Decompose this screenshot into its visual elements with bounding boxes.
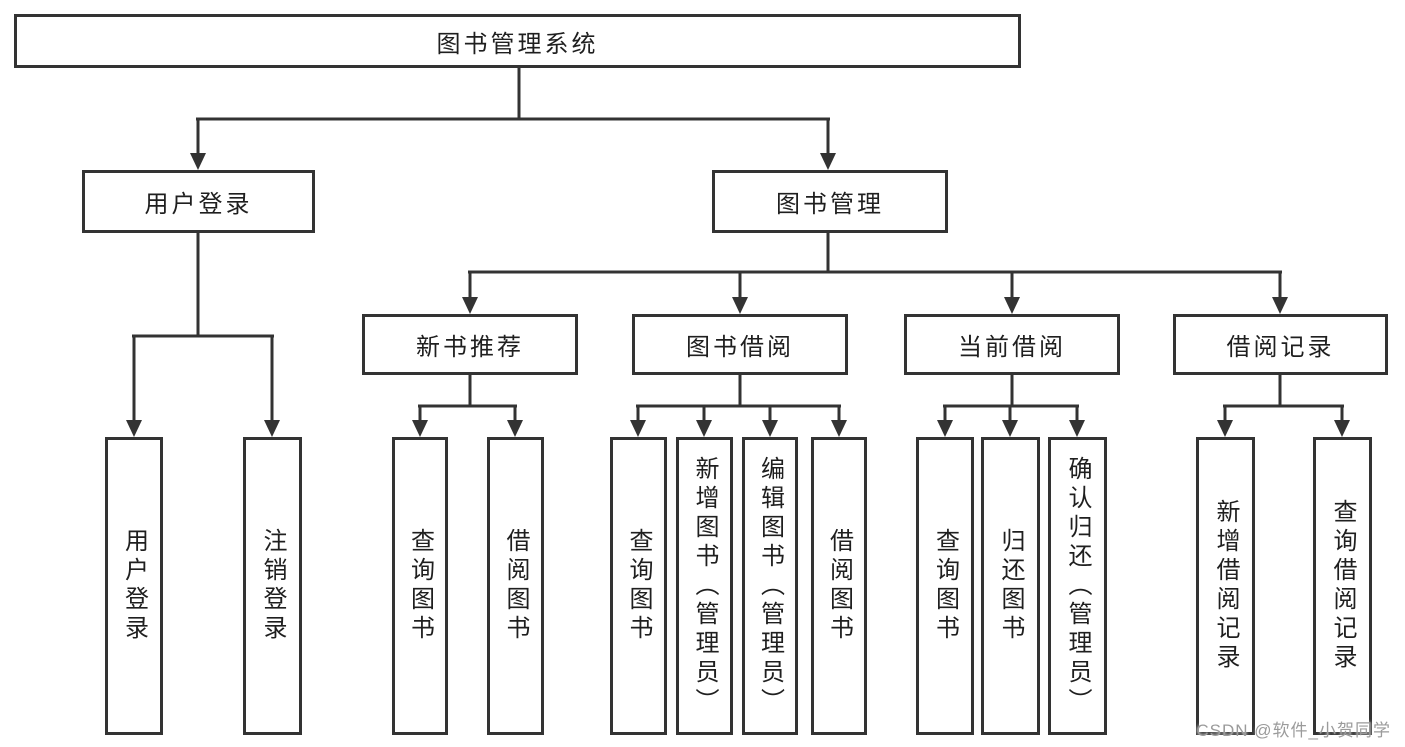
leaf-query-borrow-record: 查询借阅记录 bbox=[1313, 437, 1372, 735]
node-borrow-records: 借阅记录 bbox=[1173, 314, 1388, 375]
leaf-query-books-recommend: 查询图书 bbox=[392, 437, 448, 735]
node-book-borrow: 图书借阅 bbox=[632, 314, 848, 375]
csdn-watermark: CSDN @软件_小贺同学 bbox=[1196, 721, 1391, 740]
node-root-library-system: 图书管理系统 bbox=[14, 14, 1021, 68]
node-current-borrow: 当前借阅 bbox=[904, 314, 1120, 375]
leaf-edit-books-admin: 编辑图书（管理员） bbox=[742, 437, 798, 735]
node-book-management: 图书管理 bbox=[712, 170, 948, 233]
leaf-return-books: 归还图书 bbox=[981, 437, 1040, 735]
leaf-add-books-admin: 新增图书（管理员） bbox=[676, 437, 733, 735]
leaf-logout: 注销登录 bbox=[243, 437, 302, 735]
node-new-book-recommend: 新书推荐 bbox=[362, 314, 578, 375]
leaf-query-books-borrow: 查询图书 bbox=[610, 437, 667, 735]
leaf-user-login: 用户登录 bbox=[105, 437, 163, 735]
leaf-borrow-books-recommend: 借阅图书 bbox=[487, 437, 544, 735]
leaf-confirm-return-admin: 确认归还（管理员） bbox=[1048, 437, 1107, 735]
leaf-query-books-current: 查询图书 bbox=[916, 437, 974, 735]
leaf-add-borrow-record: 新增借阅记录 bbox=[1196, 437, 1255, 735]
node-user-login: 用户登录 bbox=[82, 170, 315, 233]
leaf-borrow-books: 借阅图书 bbox=[811, 437, 867, 735]
